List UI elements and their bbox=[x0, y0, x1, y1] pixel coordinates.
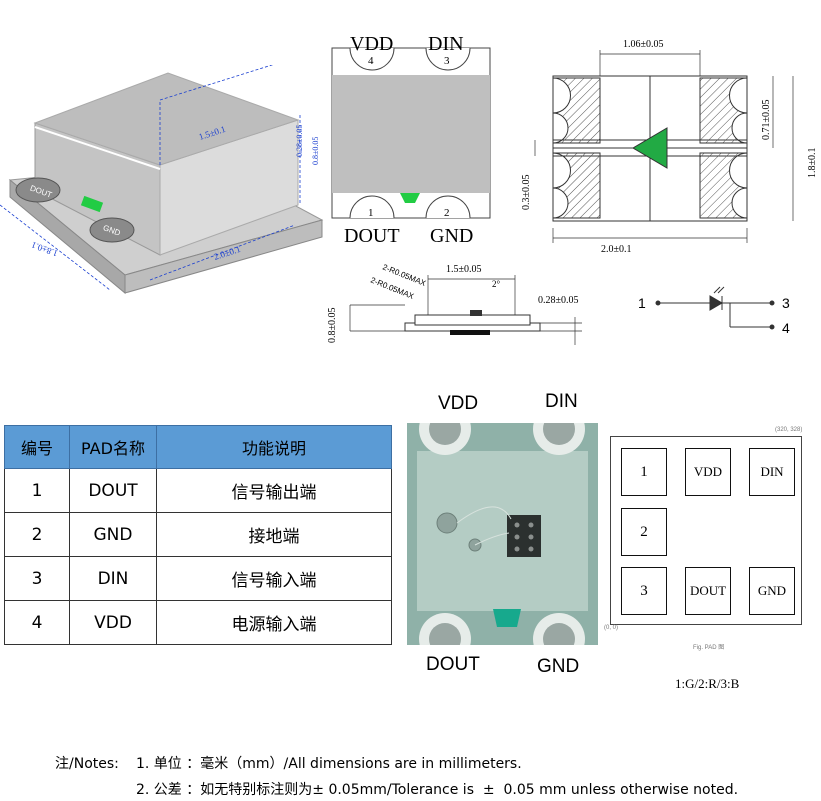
pad-box-dout: DOUT bbox=[685, 567, 731, 615]
notes-line-2: 2. 公差 ：如无特别标注则为± 0.05mm/Tolerance is ± 0… bbox=[136, 782, 739, 798]
pad-box-2: 2 bbox=[621, 508, 667, 556]
top-pin3-name: DIN bbox=[428, 33, 464, 55]
table-header: 编号 bbox=[4, 425, 70, 469]
table-cell: DOUT bbox=[69, 468, 157, 513]
photo-dout-label: DOUT bbox=[426, 654, 480, 675]
led-window bbox=[80, 195, 104, 213]
table-cell: 接地端 bbox=[156, 512, 392, 557]
pin-function-table: 编号 PAD名称 功能说明 1 DOUT 信号输出端 2 GND 接地端 3 D… bbox=[4, 425, 392, 645]
schem-pin4: 4 bbox=[782, 320, 790, 336]
pad-box-gnd: GND bbox=[749, 567, 795, 615]
notes-prefix: 注/Notes: bbox=[55, 756, 119, 772]
fp-dim-left: 0.3±0.05 bbox=[521, 175, 532, 211]
top-pin2-name: GND bbox=[430, 225, 473, 247]
notes-line-1: 1. 单位 ：毫米（mm）/All dimensions are in mill… bbox=[136, 756, 522, 772]
top-pin4-name: VDD bbox=[350, 33, 393, 55]
table-cell: 信号输出端 bbox=[156, 468, 392, 513]
top-pin1-name: DOUT bbox=[344, 225, 400, 247]
top-pin2-num: 2 bbox=[444, 207, 450, 219]
table-header: 功能说明 bbox=[156, 425, 392, 469]
package-3d-view: DOUT GND 1.5±0.1 2.0±0.1 1.8±0.1 0.28±0.… bbox=[0, 65, 324, 295]
pad-caption: Fig. PAD 图 bbox=[693, 645, 725, 651]
side-angle: 2° bbox=[492, 279, 501, 289]
photo-din-label: DIN bbox=[545, 391, 578, 412]
table-cell: 1 bbox=[4, 468, 70, 513]
dim-3d-h1: 0.28±0.05 bbox=[295, 125, 304, 157]
table-cell: 3 bbox=[4, 556, 70, 601]
color-mapping: 1:G/2:R/3:B bbox=[675, 676, 740, 691]
schem-pin1: 1 bbox=[638, 295, 646, 311]
fp-dim-right-b: 1.8±0.1 bbox=[807, 148, 818, 179]
side-dim-pad: 0.28±0.05 bbox=[538, 295, 579, 306]
pad-box-din: DIN bbox=[749, 448, 795, 496]
footprint-view: 1.06±0.05 2.0±0.1 0.71±0.05 1.8±0.1 0.3±… bbox=[521, 39, 818, 255]
table-cell: GND bbox=[69, 512, 157, 557]
table-row: 2 GND 接地端 bbox=[4, 512, 392, 557]
pad-box-vdd: VDD bbox=[685, 448, 731, 496]
table-cell: VDD bbox=[69, 600, 157, 645]
table-header-row: 编号 PAD名称 功能说明 bbox=[4, 425, 392, 469]
side-dim-height: 0.8±0.05 bbox=[327, 308, 338, 344]
table-cell: 信号输入端 bbox=[156, 556, 392, 601]
pad-diagram bbox=[610, 436, 802, 625]
table-header: PAD名称 bbox=[69, 425, 157, 469]
table-cell: 4 bbox=[4, 600, 70, 645]
table-cell: DIN bbox=[69, 556, 157, 601]
table-row: 1 DOUT 信号输出端 bbox=[4, 468, 392, 513]
table-cell: 2 bbox=[4, 512, 70, 557]
side-view: 1.5±0.05 2° 2-R0.05MAX 2-R0.05MAX 0.8±0.… bbox=[327, 263, 582, 345]
fp-dim-top: 1.06±0.05 bbox=[623, 39, 664, 50]
fp-dim-right-a: 0.71±0.05 bbox=[761, 100, 772, 141]
pad-box-1: 1 bbox=[621, 448, 667, 496]
top-pin1-num: 1 bbox=[368, 207, 374, 219]
table-row: 4 VDD 电源输入端 bbox=[4, 600, 392, 645]
led-schematic: 1 3 4 bbox=[638, 286, 790, 336]
table-cell: 电源输入端 bbox=[156, 600, 392, 645]
side-dim-width: 1.5±0.05 bbox=[446, 264, 482, 275]
photo-gnd-label: GND bbox=[537, 656, 580, 677]
dim-3d-h2: 0.8±0.05 bbox=[311, 137, 320, 165]
top-pin4-num: 4 bbox=[368, 55, 374, 67]
pad-coord-origin: (0, 0) bbox=[604, 625, 619, 631]
photo-vdd-label: VDD bbox=[438, 393, 479, 414]
table-row: 3 DIN 信号输入端 bbox=[4, 556, 392, 601]
pad-coord-top: (320, 328) bbox=[775, 427, 803, 433]
led-photo bbox=[407, 423, 598, 645]
top-view: VDD DIN 4 3 1 2 DOUT GND bbox=[331, 33, 491, 247]
pad-box-3: 3 bbox=[621, 567, 667, 615]
top-pin3-num: 3 bbox=[444, 55, 450, 67]
fp-dim-bottom: 2.0±0.1 bbox=[601, 244, 632, 255]
dim-3d-diag: 1.8±0.1 bbox=[30, 240, 59, 259]
schem-pin3: 3 bbox=[782, 295, 790, 311]
